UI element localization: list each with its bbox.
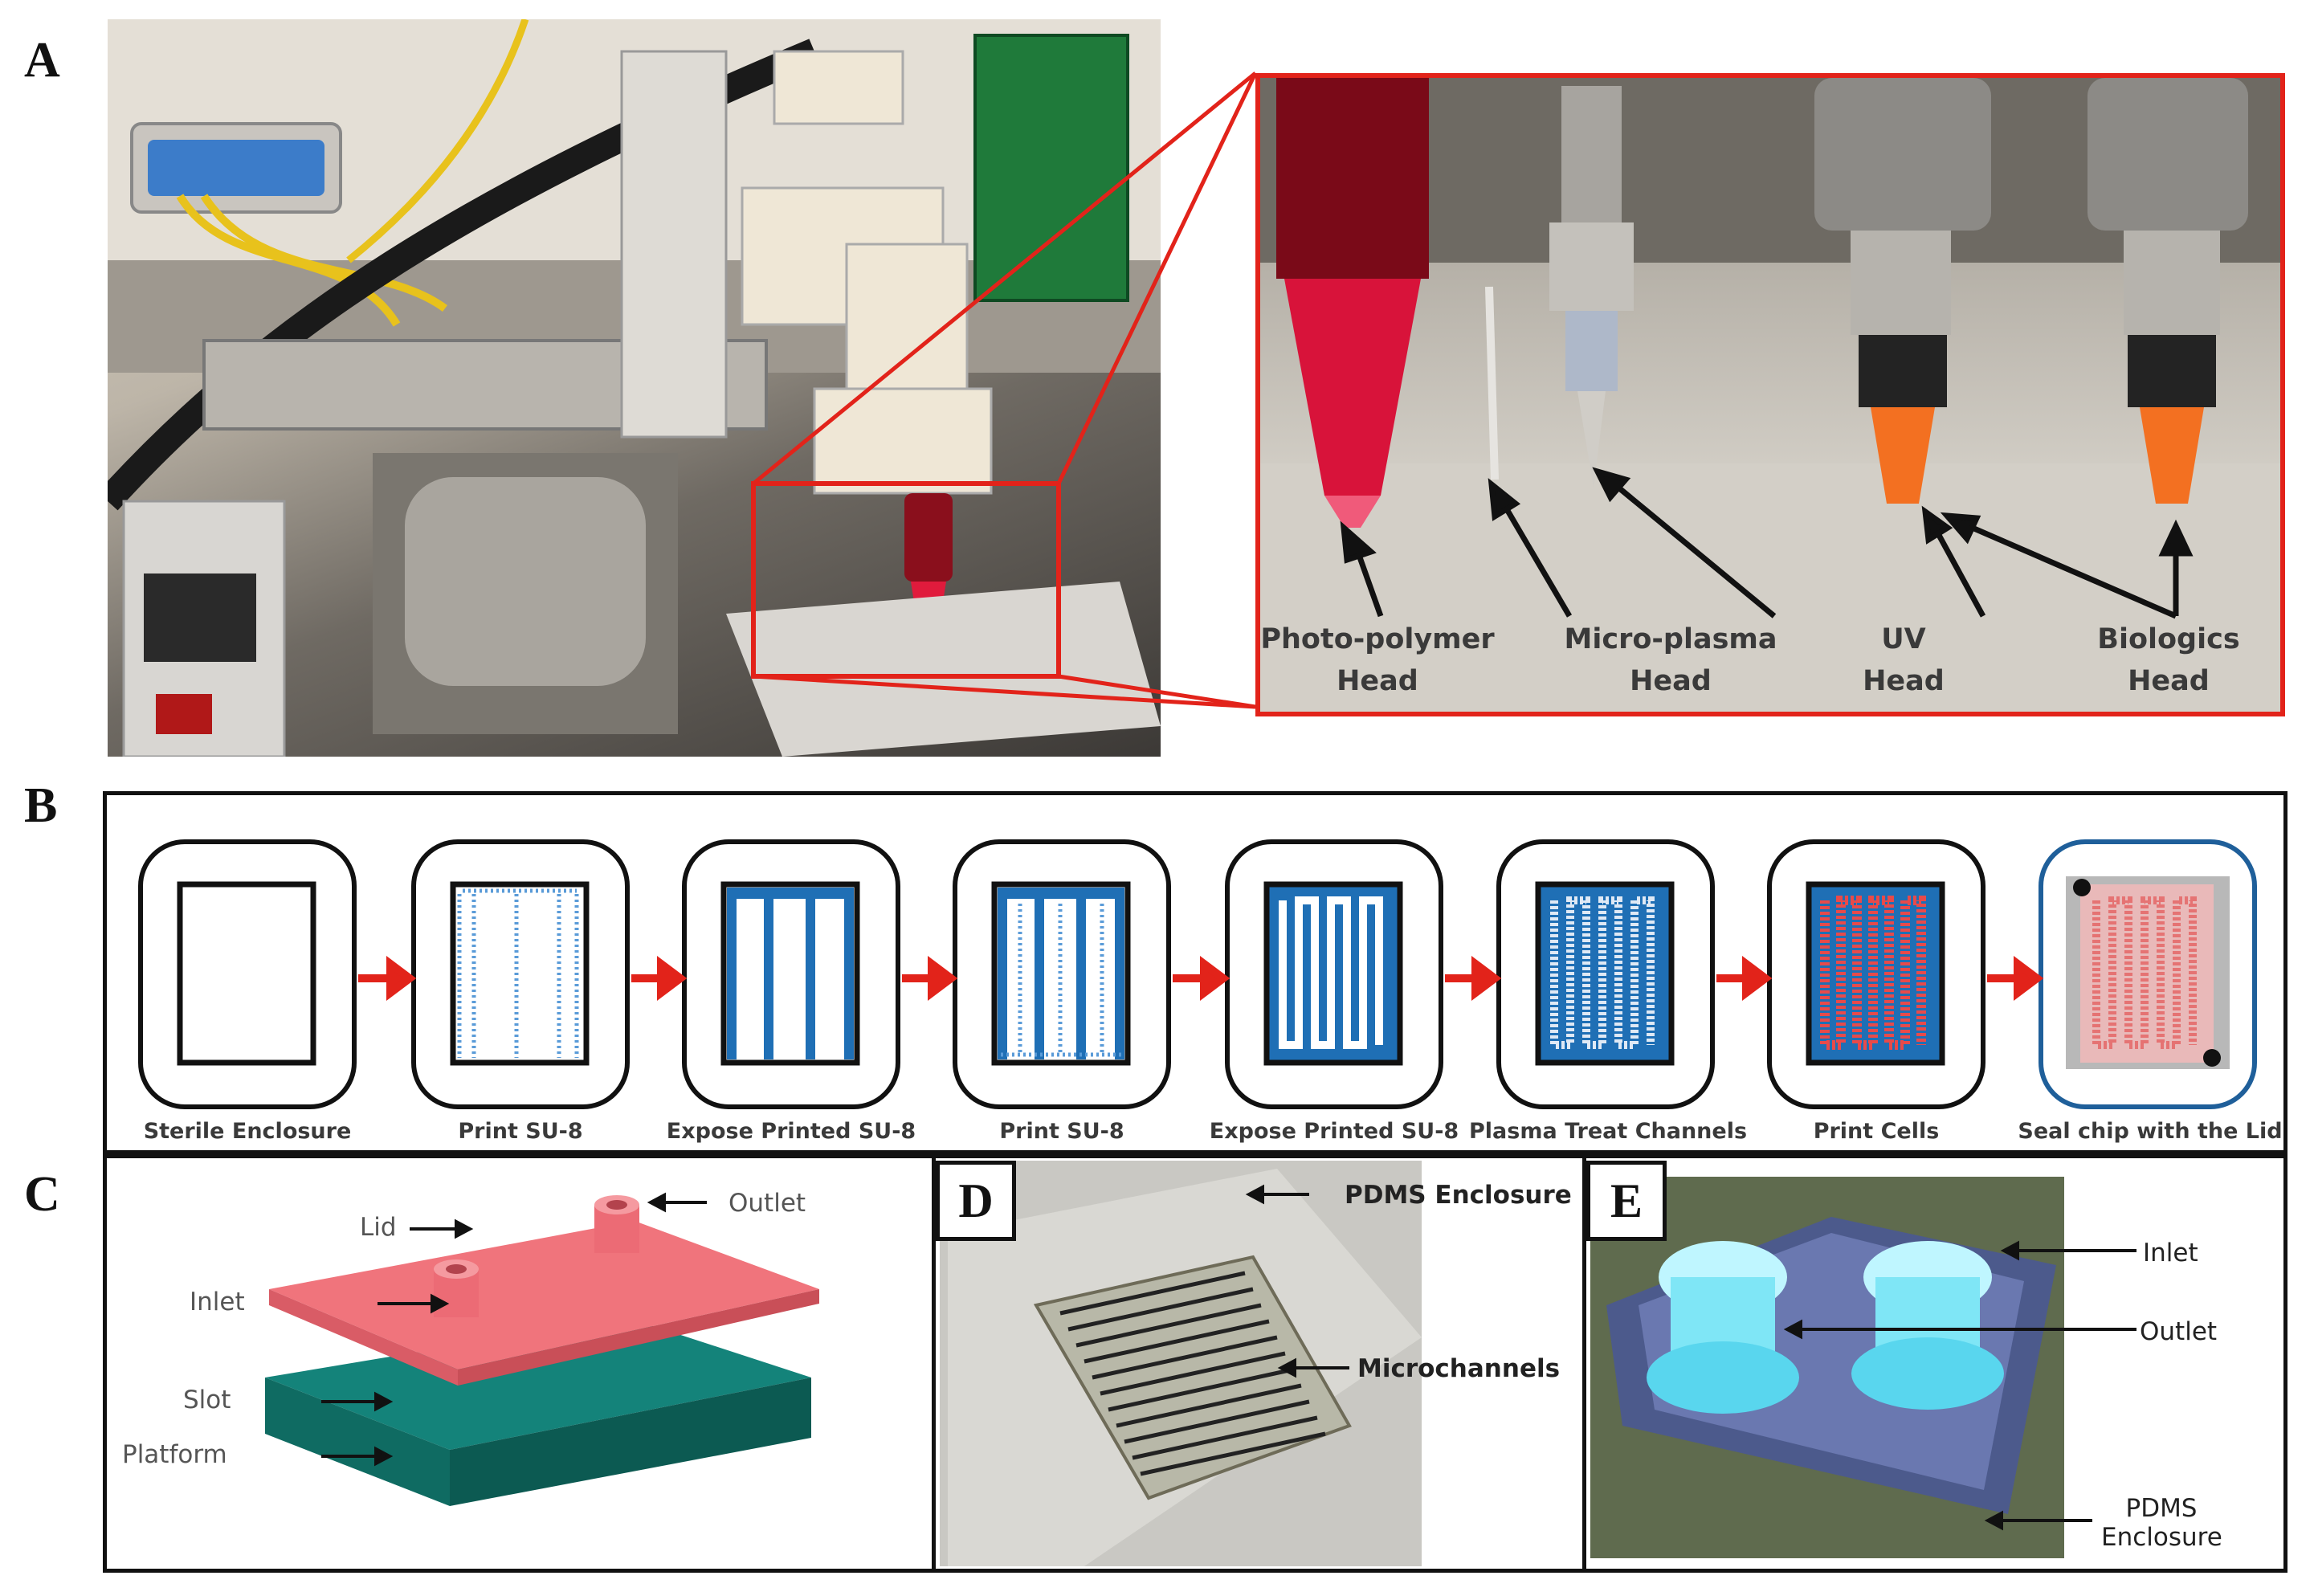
panel-label-d: D (936, 1161, 1016, 1241)
head-label-microplasma: Micro-plasma Head (1550, 618, 1791, 702)
step-label: Sterile Enclosure (143, 1119, 352, 1144)
fluorescent-chip-photo (1590, 1177, 2136, 1558)
printer-photo (108, 19, 1161, 757)
step-print-su8-second (953, 839, 1171, 1109)
slot-label: Slot (183, 1386, 231, 1414)
head-label-line1: UV (1881, 623, 1926, 655)
pdms-chip-photo (940, 1161, 1422, 1566)
head-label-line1: Photo-polymer (1260, 623, 1495, 655)
head-label-photopolymer: Photo-polymer Head (1257, 618, 1498, 702)
step-label: Print Cells (1813, 1119, 1940, 1144)
pdms-enclosure-line1: PDMS (2125, 1494, 2198, 1523)
step-label: Plasma Treat Channels (1469, 1119, 1748, 1144)
step-label: Expose Printed SU-8 (666, 1119, 916, 1144)
step-seal-chip (2039, 839, 2257, 1109)
head-label-line2: Head (1863, 665, 1945, 697)
step-sterile-enclosure (138, 839, 357, 1109)
head-label-line2: Head (1337, 665, 1418, 697)
step-label: Print SU-8 (999, 1119, 1124, 1144)
inlet-label-e: Inlet (2143, 1239, 2198, 1267)
step-expose-su8-second (1225, 839, 1443, 1109)
step-print-su8 (411, 839, 630, 1109)
panel-label-a: A (24, 33, 60, 88)
head-label-line1: Biologics (2097, 623, 2240, 655)
step-plasma-treat (1496, 839, 1715, 1109)
microchannels-label: Microchannels (1357, 1354, 1561, 1383)
pdms-enclosure-label-e: PDMS Enclosure (2101, 1494, 2222, 1552)
panel-label-c: C (24, 1167, 60, 1222)
pdms-chip-photo-panel (940, 1161, 1578, 1566)
bottom-panels-frame (103, 1154, 2287, 1573)
pdms-enclosure-label: PDMS Enclosure (1345, 1181, 1572, 1210)
head-label-biologics: Biologics Head (2056, 618, 2281, 702)
step-label: Expose Printed SU-8 (1209, 1119, 1459, 1144)
head-label-line2: Head (1630, 665, 1712, 697)
panel-label-b: B (24, 778, 58, 833)
outlet-label-e: Outlet (2140, 1317, 2218, 1346)
step-expose-su8 (682, 839, 900, 1109)
pdms-enclosure-line2: Enclosure (2101, 1523, 2222, 1552)
step-label: Seal chip with the Lid (2018, 1119, 2283, 1144)
lid-label: Lid (360, 1213, 397, 1242)
process-flow-frame (103, 791, 2287, 1154)
print-heads-closeup (1255, 73, 2285, 716)
head-label-line1: Micro-plasma (1564, 623, 1777, 655)
chip-3d-model (265, 1192, 819, 1506)
fluorescent-chip-photo-panel (1590, 1161, 2277, 1566)
step-print-cells (1767, 839, 1985, 1109)
step-label: Print SU-8 (458, 1119, 583, 1144)
divider-d-e (1582, 1154, 1586, 1573)
outlet-label: Outlet (728, 1189, 806, 1218)
panel-label-e: E (1586, 1161, 1667, 1241)
head-label-line2: Head (2128, 665, 2210, 697)
platform-label: Platform (122, 1440, 227, 1469)
head-label-uv: UV Head (1799, 618, 2008, 702)
inlet-label: Inlet (190, 1288, 245, 1316)
divider-c-d (932, 1154, 936, 1573)
